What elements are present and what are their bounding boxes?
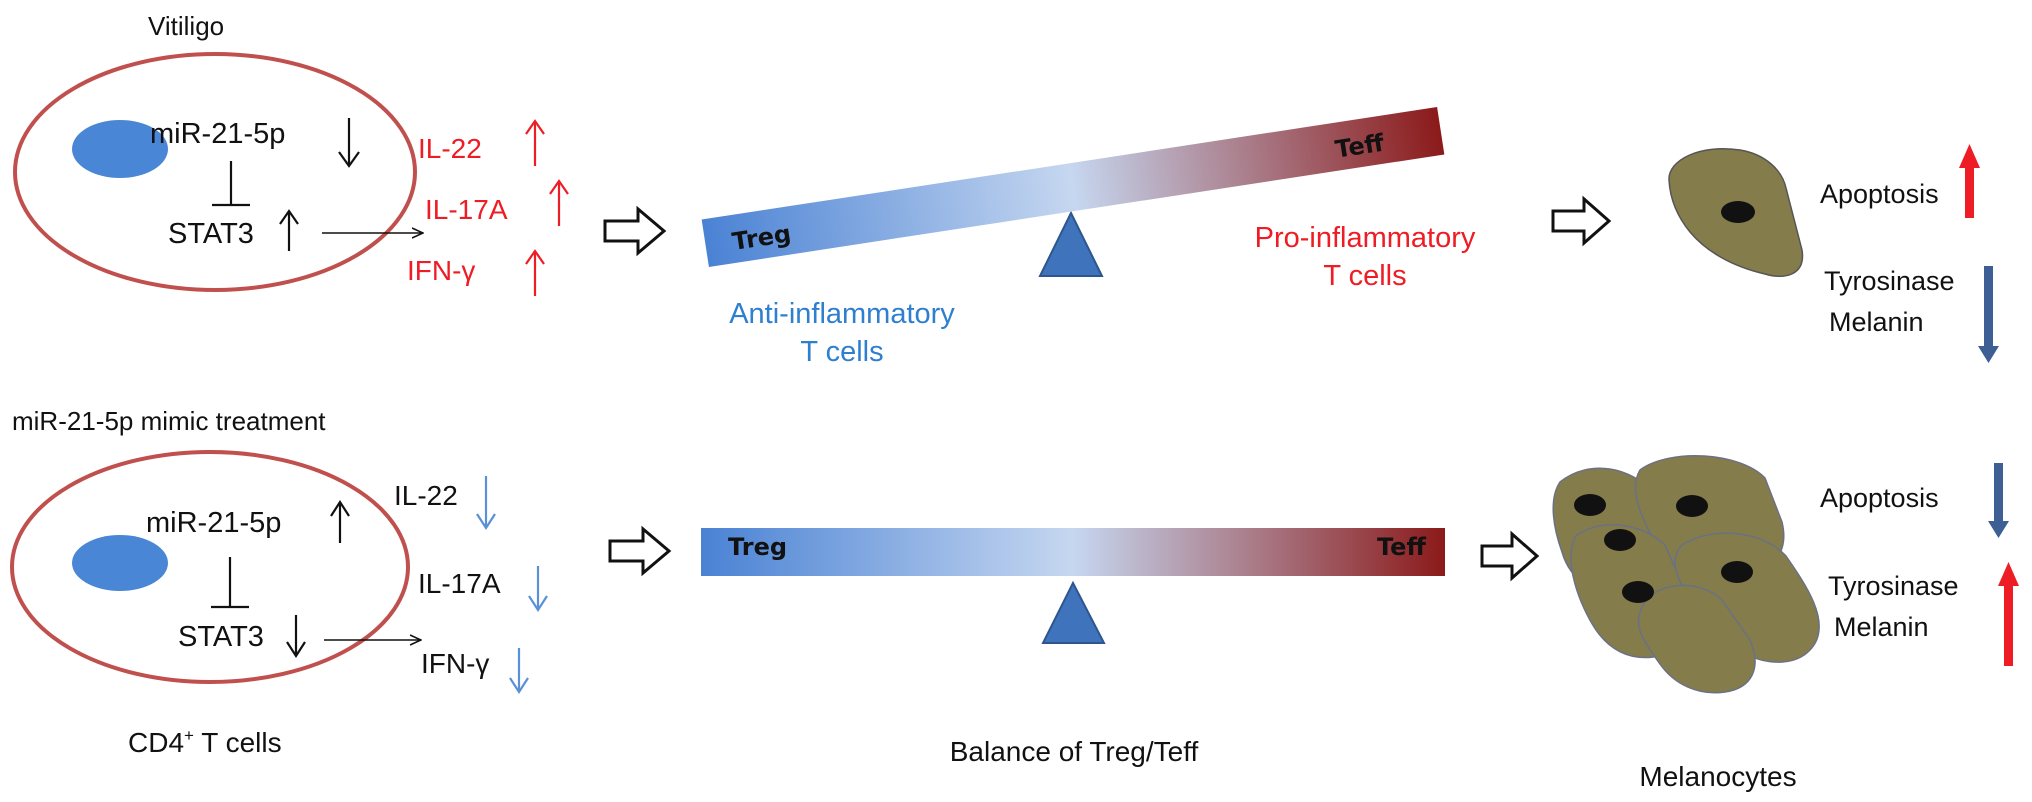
bottom-cytokine-il17a: IL-17A bbox=[418, 568, 501, 599]
top-t-cell-outline bbox=[13, 52, 417, 292]
bottom-apoptosis-label: Apoptosis bbox=[1820, 483, 1939, 513]
anti-inflammatory-caption-line1: Anti-inflammatory bbox=[729, 298, 955, 330]
bottom-stat3-down-arrow-icon bbox=[286, 615, 306, 659]
top-inhibition-symbol bbox=[212, 161, 250, 207]
il17a-up-arrow-icon bbox=[549, 179, 569, 226]
bottom-seesaw-teff-label: Teff bbox=[1377, 533, 1426, 561]
top-seesaw-fulcrum bbox=[1038, 210, 1104, 277]
top-right-hollow-arrow-icon bbox=[1551, 195, 1612, 247]
anti-inflammatory-caption-line2: T cells bbox=[800, 336, 883, 368]
bottom-cytokine-down-arrow-icons bbox=[476, 476, 548, 695]
top-mirna-label: miR-21-5p bbox=[150, 118, 285, 150]
bottom-tyrosinase-up-arrow-icon bbox=[1998, 562, 2019, 666]
bottom-t-cell-outline bbox=[10, 450, 410, 684]
il22-down-arrow-icon bbox=[476, 476, 496, 531]
cd4-t-cells-caption: CD4+ T cells bbox=[128, 726, 282, 758]
bottom-melanin-label: Melanin bbox=[1834, 612, 1929, 642]
top-mirna-down-arrow-icon bbox=[338, 118, 360, 168]
bottom-stat3-label: STAT3 bbox=[178, 621, 264, 653]
bottom-mirna-label: miR-21-5p bbox=[146, 507, 281, 539]
bottom-melanocyte-nucleus-1 bbox=[1574, 494, 1606, 516]
top-melanocyte-nucleus bbox=[1721, 201, 1755, 223]
top-condition-label: Vitiligo bbox=[148, 11, 224, 41]
top-row: Vitiligo miR-21-5p STAT3 IL-22 IL-17A IF… bbox=[13, 11, 1999, 368]
top-tyrosinase-label: Tyrosinase bbox=[1824, 266, 1955, 296]
bottom-melanocyte-nucleus-3 bbox=[1604, 529, 1636, 551]
bottom-cytokine-il22: IL-22 bbox=[394, 480, 458, 511]
bottom-seesaw-fulcrum bbox=[1041, 580, 1106, 644]
bottom-melanocyte-cluster bbox=[1552, 455, 1820, 694]
top-seesaw: Treg Teff bbox=[701, 107, 1445, 277]
top-t-cell-nucleus bbox=[72, 120, 168, 178]
top-melanocyte bbox=[1668, 148, 1804, 278]
pro-inflammatory-caption-line1: Pro-inflammatory bbox=[1255, 222, 1476, 254]
top-cytokine-il22: IL-22 bbox=[418, 133, 482, 164]
il17a-down-arrow-icon bbox=[528, 566, 548, 613]
bottom-hollow-right-arrow-icon bbox=[608, 525, 672, 577]
top-hollow-right-arrow-icon bbox=[603, 205, 667, 257]
il22-up-arrow-icon bbox=[525, 119, 545, 166]
top-stat3-up-arrow-icon bbox=[279, 209, 299, 251]
bottom-melanocyte-nucleus-5 bbox=[1622, 581, 1654, 603]
bottom-seesaw-beam bbox=[701, 528, 1445, 576]
top-melanin-label: Melanin bbox=[1829, 307, 1924, 337]
top-seesaw-beam bbox=[701, 107, 1445, 267]
ifng-up-arrow-icon bbox=[525, 249, 545, 296]
bottom-row: miR-21-5p mimic treatment miR-21-5p STAT… bbox=[10, 406, 2019, 695]
bottom-seesaw: Treg Teff bbox=[701, 528, 1445, 644]
bottom-right-hollow-arrow-icon bbox=[1480, 530, 1540, 582]
pro-inflammatory-caption-line2: T cells bbox=[1323, 260, 1406, 292]
bottom-melanocyte-nucleus-4 bbox=[1721, 561, 1753, 583]
melanocytes-caption: Melanocytes bbox=[1639, 761, 1796, 792]
bottom-apoptosis-down-arrow-icon bbox=[1988, 463, 2009, 538]
top-apoptosis-label: Apoptosis bbox=[1820, 179, 1939, 209]
top-cytokine-up-arrow-icons bbox=[525, 119, 569, 296]
bottom-melanocyte-cell-5 bbox=[1637, 584, 1756, 694]
bottom-condition-label: miR-21-5p mimic treatment bbox=[12, 406, 326, 436]
bottom-cytokine-ifng: IFN-γ bbox=[421, 648, 489, 679]
balance-caption: Balance of Treg/Teff bbox=[950, 736, 1199, 767]
bottom-tyrosinase-label: Tyrosinase bbox=[1828, 571, 1959, 601]
top-stat3-label: STAT3 bbox=[168, 218, 254, 250]
bottom-seesaw-treg-label: Treg bbox=[728, 533, 787, 561]
top-apoptosis-up-arrow-icon bbox=[1959, 144, 1980, 218]
ifng-down-arrow-icon bbox=[509, 648, 529, 695]
top-cytokine-ifng: IFN-γ bbox=[407, 255, 475, 286]
top-cytokine-il17a: IL-17A bbox=[425, 194, 508, 225]
bottom-mirna-up-arrow-icon bbox=[330, 499, 350, 543]
top-tyrosinase-down-arrow-icon bbox=[1978, 266, 1999, 363]
bottom-t-cell-nucleus bbox=[72, 535, 168, 591]
bottom-melanocyte-nucleus-2 bbox=[1676, 495, 1708, 517]
bottom-inhibition-symbol bbox=[211, 557, 249, 609]
